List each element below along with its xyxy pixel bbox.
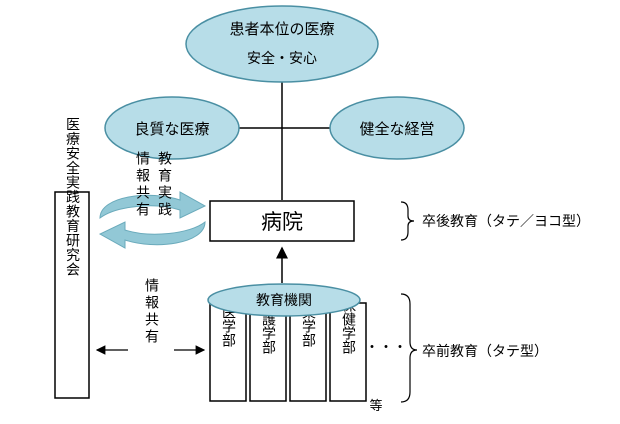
research-group-box	[54, 191, 90, 399]
more-departments-mark: ・・・	[365, 340, 407, 356]
undergrad-label: 卒前教育（タテ型）	[422, 343, 548, 360]
etc-label: 等	[369, 398, 382, 414]
hospital-label: 病院	[261, 210, 303, 234]
research-group-label: 医療安全実践教育研究会	[64, 117, 80, 277]
dept-health-label: 保健学部	[340, 298, 356, 354]
undergrad-brace	[400, 293, 418, 403]
hospital-box	[209, 200, 355, 242]
goal-ellipse	[185, 5, 379, 83]
postgrad-label: 卒後教育（タテ／ヨコ型）	[422, 214, 590, 230]
dept-box-medicine	[209, 302, 247, 402]
quality-care-label: 良質な医療	[134, 120, 209, 138]
goal-line1: 患者本位の医療	[229, 20, 334, 38]
goal-line2: 安全・安心	[247, 50, 317, 67]
info-share-label-lower: 情報共有	[143, 278, 159, 346]
dept-box-pharmacy	[289, 302, 327, 402]
postgrad-brace	[400, 201, 415, 241]
info-share-label-upper: 情報共有	[134, 151, 150, 219]
sound-management-ellipse	[329, 96, 465, 160]
institution-label: 教育機関	[256, 293, 312, 309]
cycle-arrow-top	[99, 191, 207, 220]
quality-care-ellipse	[104, 96, 240, 160]
edu-practice-label: 教育実践	[156, 151, 172, 219]
dept-medicine-label: 医学部	[220, 305, 236, 347]
institution-ellipse	[207, 283, 361, 317]
sound-management-label: 健全な経営	[359, 120, 434, 138]
cycle-arrow-bottom	[98, 220, 206, 249]
